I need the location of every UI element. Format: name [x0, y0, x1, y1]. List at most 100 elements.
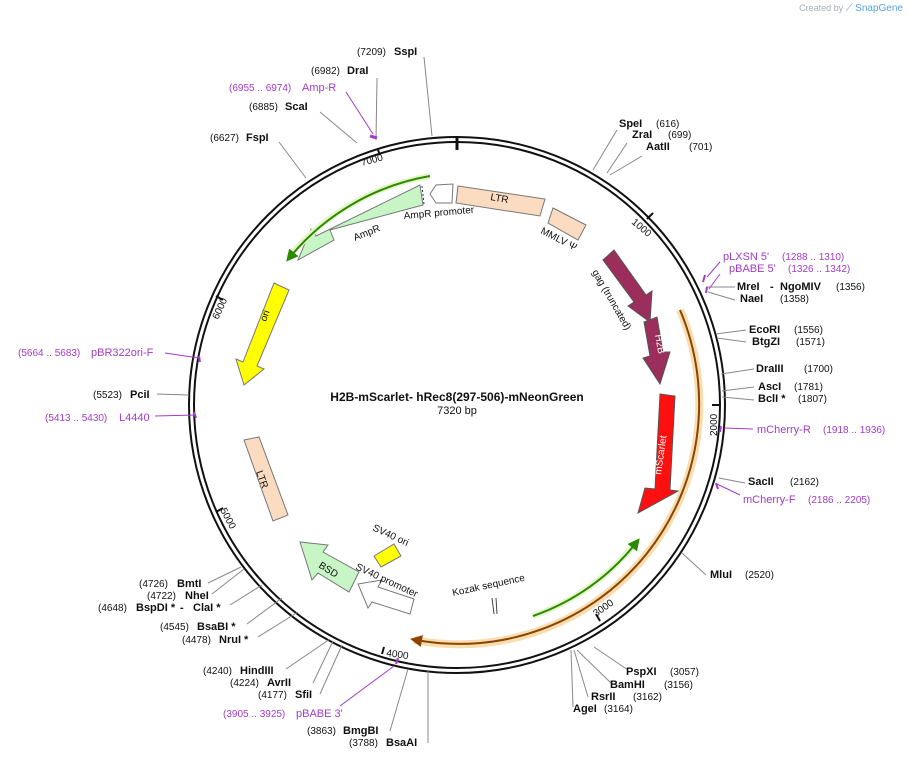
ruler-label: 6000: [211, 296, 231, 321]
svg-text:AvrII: AvrII: [267, 677, 291, 689]
site-bamhi[interactable]: BamHI(3156): [610, 679, 693, 691]
orf-green-top-line: [286, 175, 431, 262]
svg-text:(2520): (2520): [745, 570, 774, 581]
feature-kozak-mark[interactable]: [491, 597, 495, 615]
feature-ampr[interactable]: [296, 184, 424, 262]
site-scai[interactable]: (6885) ScaI: [249, 101, 308, 113]
site-sspi[interactable]: (7209)SspI: [357, 46, 417, 58]
site-bsabi[interactable]: (4545)BsaBI *: [160, 621, 236, 633]
site-hindiii[interactable]: (4240)HindIII: [203, 665, 274, 677]
feature-label: mScarlet: [653, 435, 669, 476]
feature-mscarlet[interactable]: [637, 393, 680, 515]
site-pspxi[interactable]: PspXI(3057): [626, 666, 699, 678]
svg-text:(4722): (4722): [147, 591, 176, 602]
ruler-label: 4000: [386, 648, 410, 662]
feature-sv40-promoter[interactable]: [357, 579, 415, 615]
site-zrai[interactable]: ZraI(699): [632, 129, 691, 141]
feature-sv40-ori[interactable]: [373, 543, 402, 568]
svg-text:(3863): (3863): [307, 726, 336, 737]
svg-text:(6627): (6627): [210, 133, 239, 144]
svg-text:pLXSN 5': pLXSN 5': [723, 251, 769, 263]
svg-text:(6982): (6982): [311, 66, 340, 77]
svg-text:ZraI: ZraI: [632, 129, 652, 141]
feature-ltr-top[interactable]: [455, 185, 546, 217]
svg-text:AatII: AatII: [646, 141, 670, 153]
feature-label: SV40 ori: [371, 523, 410, 549]
svg-text:(4478): (4478): [182, 635, 211, 646]
site-mrei-ngomiv[interactable]: MreI- NgoMIV(1356): [737, 281, 865, 293]
site-nhei[interactable]: (4722) NheI: [147, 590, 209, 602]
feature-label: Kozak sequence: [451, 573, 526, 599]
feature-bsd[interactable]: [299, 541, 360, 593]
svg-text:(4224): (4224): [230, 678, 259, 689]
site-bsaai[interactable]: (3788)BsaAI: [349, 737, 417, 749]
site-sfii[interactable]: (4177)SfiI: [258, 689, 312, 701]
site-agei[interactable]: AgeI(3164): [573, 703, 633, 715]
site-ecori[interactable]: EcoRI(1556): [749, 324, 823, 336]
site-fspi[interactable]: (6627)FspI: [210, 132, 269, 144]
site-btgzi[interactable]: BtgZI(1571): [752, 336, 825, 348]
feature-gag-truncated[interactable]: [602, 249, 653, 323]
site-pcii[interactable]: (5523)PciI: [93, 389, 150, 401]
svg-text:EcoRI: EcoRI: [749, 324, 780, 336]
svg-text:mCherry-F: mCherry-F: [743, 494, 796, 506]
site-nrui[interactable]: (4478)NruI *: [182, 634, 249, 646]
feature-label: ori: [258, 309, 272, 323]
svg-text:(1358): (1358): [780, 294, 809, 305]
site-bmgbi[interactable]: (3863)BmgBI: [307, 725, 378, 737]
site-bmti[interactable]: (4726)BmtI: [139, 578, 201, 590]
ruler-label: 7000: [360, 152, 385, 168]
site-rsrii[interactable]: RsrII(3162): [591, 691, 662, 703]
feature-ori[interactable]: [235, 282, 290, 386]
primer-mcherry-r[interactable]: mCherry-R(1918 .. 1936): [757, 424, 885, 436]
svg-text:SfiI: SfiI: [295, 689, 312, 701]
svg-text:(3162): (3162): [633, 692, 662, 703]
feature-ltr-bottom[interactable]: [243, 436, 289, 522]
svg-text:SacII: SacII: [748, 476, 774, 488]
svg-text:(616): (616): [656, 119, 679, 130]
watermark-created-by: Created by: [799, 3, 844, 13]
site-mlui[interactable]: MluI(2520): [710, 569, 774, 581]
ruler-label: 2000: [709, 413, 720, 436]
svg-text:HindIII: HindIII: [240, 665, 274, 677]
site-asci[interactable]: AscI(1781): [758, 381, 823, 393]
svg-text:(2162): (2162): [790, 477, 819, 488]
feature-label: LTR: [489, 192, 509, 206]
site-leaders: [156, 56, 755, 743]
feature-mmlv-psi[interactable]: [547, 207, 587, 241]
primer-amp-r[interactable]: (6955 .. 6974)Amp-R: [229, 82, 336, 94]
site-bcli[interactable]: BclI *(1807): [758, 393, 827, 405]
site-draiii[interactable]: DraIII(1700): [756, 363, 833, 375]
primer-pbabe-5[interactable]: pBABE 5'(1326 .. 1342): [729, 263, 850, 275]
ruler-tick: [381, 646, 385, 655]
primer-plxsn-5[interactable]: pLXSN 5'(1288 .. 1310): [723, 251, 844, 263]
svg-text:(3905 .. 3925): (3905 .. 3925): [223, 709, 285, 720]
site-sacii[interactable]: SacII (2162): [748, 476, 819, 488]
svg-text:NheI: NheI: [185, 590, 209, 602]
svg-text:(3164): (3164): [604, 704, 633, 715]
site-spei[interactable]: SpeI(616): [619, 118, 679, 130]
svg-text:BtgZI: BtgZI: [752, 336, 780, 348]
svg-text:BamHI: BamHI: [610, 679, 645, 691]
svg-text:ScaI: ScaI: [285, 101, 308, 113]
primer-labels: (6955 .. 6974)Amp-R pLXSN 5'(1288 .. 131…: [18, 82, 885, 720]
site-naei[interactable]: NaeI(1358): [740, 293, 809, 305]
primer-l4440[interactable]: (5413 .. 5430)L4440: [45, 412, 150, 424]
svg-text:(6885): (6885): [249, 102, 278, 113]
primer-pbabe-3[interactable]: (3905 .. 3925)pBABE 3': [223, 708, 343, 720]
site-bspdi-clai[interactable]: (4648)BspDI *- ClaI *: [98, 602, 221, 614]
orf-arrows: [285, 173, 704, 649]
primer-mcherry-f[interactable]: mCherry-F (2186 .. 2205): [743, 494, 870, 506]
site-avrii[interactable]: (4224) AvrII: [230, 677, 291, 689]
svg-text:(4648): (4648): [98, 603, 127, 614]
primer-pbr322ori-f[interactable]: (5664 .. 5683)pBR322ori-F: [18, 347, 154, 359]
svg-text:(5523): (5523): [93, 390, 122, 401]
ruler-tick: [215, 507, 224, 513]
site-aatii[interactable]: AatII(701): [646, 141, 712, 153]
orf-green-bottom-line: [532, 538, 640, 617]
feature-h2b[interactable]: [642, 316, 671, 386]
svg-text:(2186 .. 2205): (2186 .. 2205): [808, 495, 870, 506]
site-drai-1[interactable]: (6982)DraI: [311, 65, 368, 77]
svg-text:BsaBI *: BsaBI *: [197, 621, 236, 633]
feature-ampr-promoter[interactable]: [429, 183, 454, 204]
